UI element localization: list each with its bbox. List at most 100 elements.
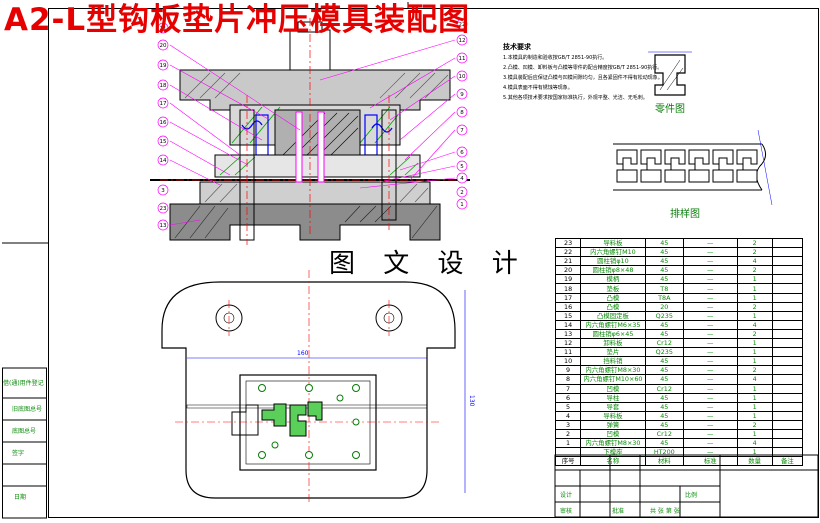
bom-cell: — xyxy=(682,265,738,276)
bom-cell: 导套 xyxy=(580,401,646,412)
bom-cell: 45 xyxy=(644,265,684,276)
bom-cell: 弹簧 xyxy=(580,419,646,430)
bom-cell: 1 xyxy=(736,356,773,367)
bom-cell: 1 xyxy=(736,401,773,412)
part-balloon-number: 1 xyxy=(460,202,464,208)
bom-cell: 凸模 xyxy=(580,292,646,303)
bom-cell: 1 xyxy=(736,310,773,321)
bom-cell xyxy=(771,347,804,358)
bom-cell: — xyxy=(682,301,738,312)
bom-cell xyxy=(771,392,804,403)
bom-cell: 3 xyxy=(554,419,582,430)
part-balloon xyxy=(157,39,169,51)
side-label-rows xyxy=(2,397,47,487)
strip-blank-shape xyxy=(640,149,662,183)
bom-cell: — xyxy=(682,283,738,294)
bom-cell: 导柱 xyxy=(580,392,646,403)
strip-blank-shape xyxy=(664,149,686,183)
bom-cell: 凹模 xyxy=(580,383,646,394)
bom-cell xyxy=(771,310,804,321)
bom-cell: — xyxy=(682,347,738,358)
bom-cell: 导料板 xyxy=(580,237,646,249)
bom-cell xyxy=(771,319,804,330)
bom-cell: 2 xyxy=(736,237,773,249)
title-block-scale: 比例 xyxy=(685,492,698,499)
part-balloon xyxy=(456,88,468,100)
bom-cell: 下模座 xyxy=(580,447,646,458)
bom-cell: 45 xyxy=(644,438,684,449)
bom-cell: — xyxy=(682,428,738,440)
bom-cell: 1 xyxy=(736,392,773,403)
height-dimension-label: 130 xyxy=(468,395,475,407)
part-balloon-number: 20 xyxy=(160,43,167,49)
bom-cell xyxy=(771,292,804,303)
bom-cell: Cr12 xyxy=(644,383,684,394)
part-balloon-number: 19 xyxy=(160,63,167,69)
bom-cell: 圆柱销φ8×48 xyxy=(580,265,646,276)
bom-cell: 2 xyxy=(736,301,773,312)
bom-cell: 1 xyxy=(736,410,773,421)
bom-cell: 2 xyxy=(736,328,773,340)
assembly-section-view xyxy=(150,18,470,245)
bom-cell: 45 xyxy=(644,419,684,430)
part-drawing xyxy=(648,51,692,96)
bom-cell xyxy=(771,428,804,440)
bom-cell: 19 xyxy=(554,274,582,285)
bom-cell: 45 xyxy=(644,237,684,249)
bom-cell: 内六角螺钉M10×60 xyxy=(580,374,646,385)
bom-cell: 凸模 xyxy=(580,301,646,312)
bom-cell xyxy=(771,274,804,285)
bom-cell: HT200 xyxy=(644,447,684,458)
bom-cell: Cr12 xyxy=(644,338,684,349)
bom-cell: 1 xyxy=(736,447,773,458)
bom-cell: 标准 xyxy=(682,456,738,467)
part-balloon xyxy=(157,59,169,71)
part-balloon-number: 11 xyxy=(459,56,466,62)
bom-cell xyxy=(771,419,804,430)
bom-cell: 45 xyxy=(644,401,684,412)
part-balloon-number: 22 xyxy=(459,22,466,28)
part-balloon xyxy=(157,22,169,34)
part-balloon xyxy=(157,154,169,166)
bom-cell: 4 xyxy=(554,410,582,421)
strip-blank-shape xyxy=(616,149,638,183)
bom-cell: 导料板 xyxy=(580,410,646,421)
part-balloon-number: 9 xyxy=(460,92,464,98)
bom-cell: — xyxy=(682,374,738,385)
drawing-border xyxy=(48,8,819,518)
bom-cell: — xyxy=(682,419,738,430)
part-balloon xyxy=(157,79,169,91)
bom-cell: 凹模 xyxy=(580,428,646,440)
bom-cell xyxy=(771,256,804,267)
tech-note-5: 5.其他各项技术要求按国家标准执行，外观平整、光洁、无毛刺。 xyxy=(503,95,648,101)
bom-cell: T8 xyxy=(644,283,684,294)
bom-cell: Q235 xyxy=(644,347,684,358)
bom-cell: 1 xyxy=(736,383,773,394)
bom-cell xyxy=(771,438,804,449)
bom-cell: 模柄 xyxy=(580,274,646,285)
part-balloon-number: 17 xyxy=(160,101,167,107)
bom-cell: 22 xyxy=(554,247,582,258)
bom-cell: — xyxy=(682,256,738,267)
bom-cell: 4 xyxy=(736,319,773,330)
bom-cell: — xyxy=(682,310,738,321)
part-balloon-number: 12 xyxy=(459,38,466,44)
bom-header-row: 序号名称材料标准数量备注 xyxy=(554,456,804,467)
bom-cell: 45 xyxy=(644,374,684,385)
part-balloon-number: 3 xyxy=(161,188,165,194)
bom-cell: 序号 xyxy=(554,456,582,467)
